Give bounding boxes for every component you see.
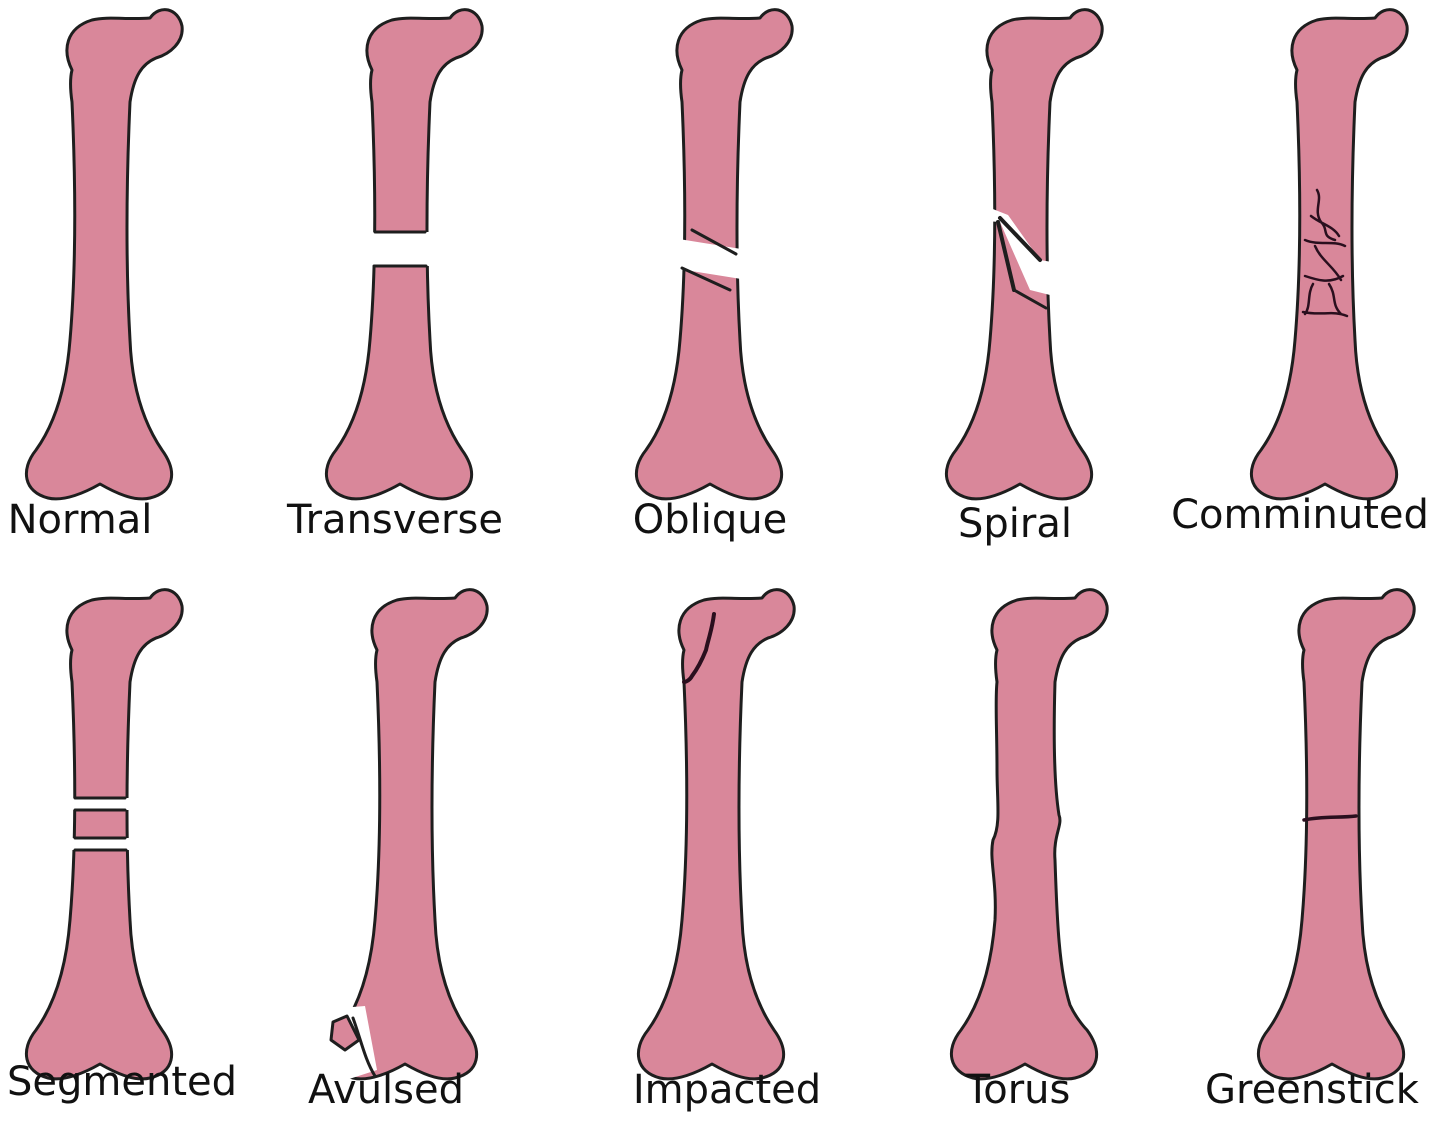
fracture-edge-lower [996, 220, 1016, 292]
bone-greenstick [1257, 588, 1416, 1081]
label-segmented: Segmented [7, 1059, 237, 1105]
label-avulsed: Avulsed [308, 1067, 464, 1113]
bone-spiral [945, 8, 1104, 501]
fracture-gap [970, 200, 1070, 300]
label-spiral: Spiral [958, 501, 1072, 547]
bone-comminuted [1250, 8, 1409, 501]
fracture-gap-lower [50, 838, 150, 850]
bone-transverse [325, 8, 484, 501]
fracture-gap [660, 236, 760, 282]
bone-oblique [635, 8, 794, 501]
bone-torus [950, 588, 1109, 1081]
fracture-gap [350, 232, 450, 266]
bone-outline [637, 588, 796, 1081]
bone-outline [1250, 8, 1409, 501]
fracture-edge-lower-2 [1012, 288, 1048, 310]
fracture-edge-lower [680, 266, 732, 292]
avulsion-edge [351, 1016, 377, 1078]
fracture-edge-upper [998, 216, 1042, 262]
avulsed-fragment [329, 1014, 361, 1052]
label-comminuted: Comminuted [1171, 492, 1429, 538]
label-oblique: Oblique [632, 497, 788, 543]
label-impacted: Impacted [632, 1067, 822, 1113]
label-greenstick: Greenstick [1205, 1067, 1419, 1113]
bone-outline [25, 8, 184, 501]
bone-outline [25, 588, 184, 1081]
bone-outline [950, 588, 1109, 1081]
bone-avulsed [315, 588, 489, 1090]
bone-none [25, 8, 184, 501]
label-normal: Normal [7, 497, 153, 543]
impaction-line [682, 612, 716, 684]
bone-impacted [637, 588, 796, 1081]
bone-segmented [25, 588, 184, 1081]
fracture-edge-upper [690, 228, 738, 256]
label-torus: Torus [965, 1067, 1071, 1113]
comminuted-cracks [1301, 188, 1349, 318]
bone-outline [1257, 588, 1416, 1081]
fracture-gap-upper [50, 798, 150, 810]
greenstick-crack [1302, 814, 1358, 822]
label-transverse: Transverse [287, 497, 503, 543]
bone-outline [330, 588, 489, 1081]
